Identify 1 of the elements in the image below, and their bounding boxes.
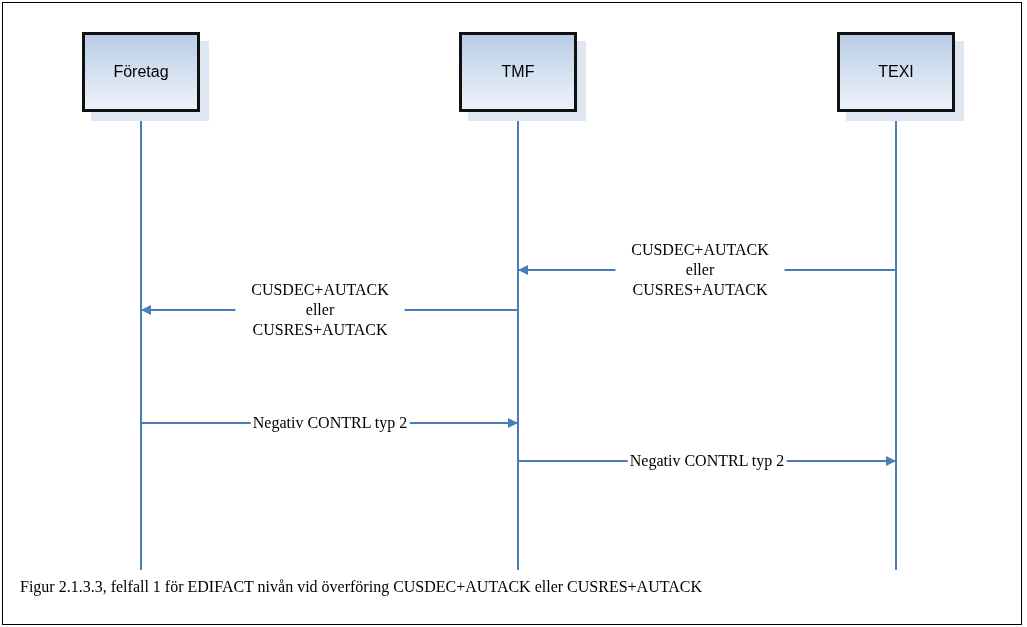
figure-caption: Figur 2.1.3.3, felfall 1 för EDIFACT nivån vid överföring CUSDEC+AUTACK eller CUSRES+AUTACK	[20, 578, 702, 596]
